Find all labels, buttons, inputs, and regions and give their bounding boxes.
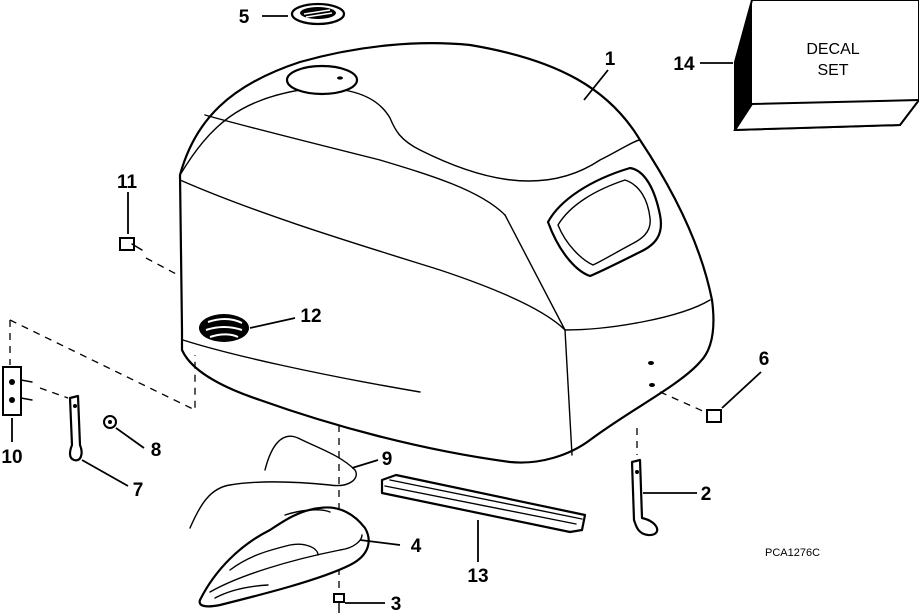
wire-cable: [189, 435, 357, 529]
grommet-cap: [290, 2, 346, 26]
hook-bracket-2: [630, 428, 659, 537]
callout-12: 12: [300, 306, 321, 327]
drawing-code: PCA1276C: [765, 547, 820, 559]
latch-bracket: [2, 366, 33, 416]
alignment-line-box: [9, 319, 196, 412]
callout-7: 7: [133, 480, 144, 501]
callout-4: 4: [411, 536, 422, 557]
callout-5: 5: [239, 7, 250, 28]
callout-2: 2: [701, 484, 712, 505]
screw-11: [119, 237, 179, 276]
lower-pan: [198, 506, 370, 608]
decal-set-box: DECAL SET: [733, 0, 919, 132]
callout-1: 1: [605, 49, 616, 70]
callout-9: 9: [382, 449, 393, 470]
motor-cover: [178, 42, 715, 464]
screw-6: [659, 391, 722, 423]
callout-13: 13: [467, 566, 488, 587]
callout-10: 10: [1, 447, 22, 468]
latch-hook: [39, 387, 83, 462]
callout-6: 6: [759, 349, 770, 370]
nut-8: [103, 415, 117, 429]
leader-lines: [11, 15, 762, 604]
emblem-badge: [199, 314, 249, 342]
decal-box-line2: SET: [817, 62, 848, 79]
seal-strip: [380, 473, 587, 534]
callout-8: 8: [151, 440, 162, 461]
screw-3: [333, 593, 345, 613]
callout-3: 3: [391, 594, 402, 613]
callout-11: 11: [117, 172, 138, 193]
callout-14: 14: [673, 54, 695, 75]
decal-box-line1: DECAL: [806, 41, 859, 58]
